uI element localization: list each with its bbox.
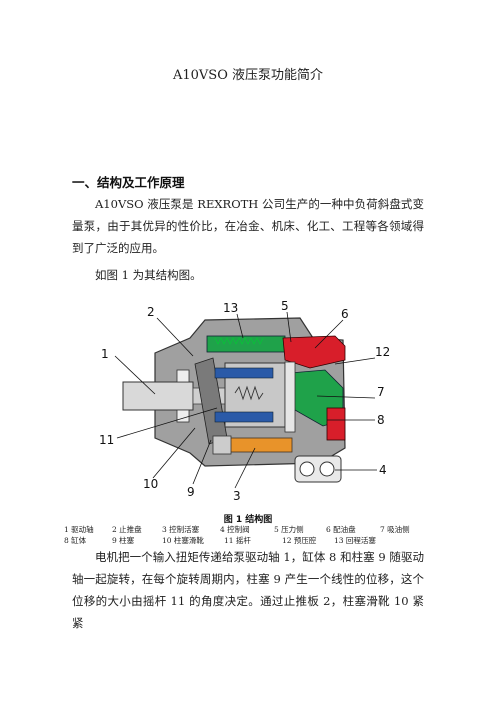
paragraph-working-principle: 电机把一个输入扭矩传递给泵驱动轴 1，缸体 8 和柱塞 9 随驱动轴一起旋转，在… [72,550,424,630]
legend-item: 10 柱塞滑靴 [162,536,204,545]
pressure-side [282,335,346,369]
legend-item: 2 止推盘 [112,525,142,534]
drive-shaft [122,381,194,411]
legend-row-1: 1 驱动轴 2 止推盘 3 控制活塞 4 控制阀 5 压力侧 6 配油盘 7 吸… [64,524,444,535]
callout-3: 3 [233,489,241,503]
legend-item: 3 控制活塞 [162,525,200,534]
callout-11: 11 [99,433,114,447]
callout-5: 5 [281,299,289,313]
pump-structure-diagram: 1 2 13 5 6 12 7 8 4 3 9 10 11 [99,299,390,503]
callout-6: 6 [341,307,349,321]
callout-7: 7 [377,385,385,399]
callout-10: 10 [143,477,158,491]
document-title: A10VSO 液压泵功能简介 [172,68,323,83]
legend-item: 11 摇杆 [224,536,251,545]
legend-row-2: 8 缸体 9 柱塞 10 柱塞滑靴 11 摇杆 12 预压腔 13 回程活塞 [64,535,444,546]
legend-item: 1 驱动轴 [64,525,94,534]
callout-2: 2 [147,305,155,319]
callout-12: 12 [375,345,390,359]
paragraph-intro: A10VSO 液压泵是 REXROTH 公司生产的一种中负荷斜盘式变量泵，由于其… [72,197,424,255]
legend-item: 8 缸体 [64,536,87,545]
legend-item: 7 吸油侧 [380,525,410,534]
legend-item: 12 预压腔 [282,536,317,545]
callout-4: 4 [379,463,387,477]
legend-item: 6 配油盘 [326,525,356,534]
control-piston [229,437,293,453]
legend-item: 5 压力侧 [274,525,304,534]
valve-plate [284,361,296,433]
callout-8: 8 [377,413,385,427]
callout-1: 1 [101,347,109,361]
paragraph-figure-ref: 如图 1 为其结构图。 [95,268,202,282]
return-piston [206,335,286,353]
callout-9: 9 [187,485,195,499]
callout-13: 13 [223,301,238,315]
legend-item: 9 柱塞 [112,536,135,545]
figure-caption: 图 1 结构图 [223,515,273,525]
legend-item: 13 回程活塞 [334,536,376,545]
section-heading: 一、结构及工作原理 [72,175,185,190]
legend-item: 4 控制阀 [220,525,250,534]
